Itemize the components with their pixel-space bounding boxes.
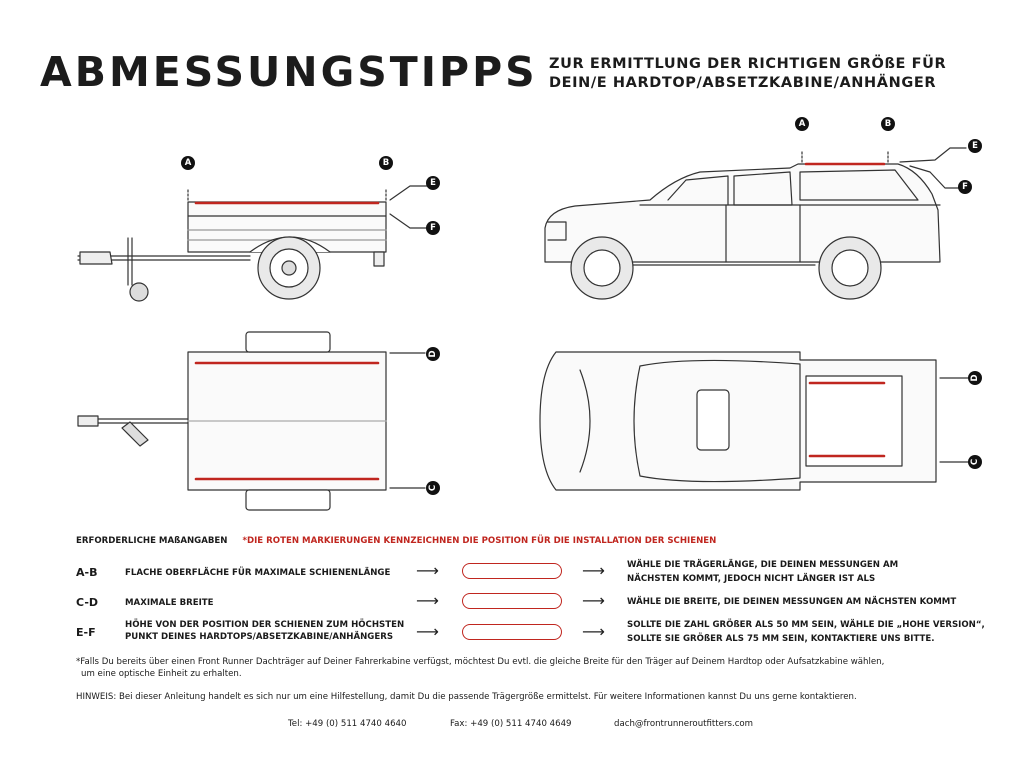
row-ab-result: WÄHLE DIE TRÄGERLÄNGE, DIE DEINEN MESSUN… [627,560,899,584]
row-ab-code: A-B [76,566,98,579]
marker-b-trailer: B [379,156,393,170]
arrow-right-icon: ⟶ [416,622,439,641]
pickup-side-view [544,147,967,300]
marker-d-trailer: D [426,347,440,361]
arrow-right-icon: ⟶ [582,561,605,580]
contact-email[interactable]: dach@frontrunneroutfitters.com [614,719,754,729]
trailer-top-view [77,331,426,511]
row-ef-result: SOLLTE DIE ZAHL GRÖßER ALS 50 MM SEIN, W… [627,620,985,644]
marker-f-trailer: F [426,221,440,235]
page-subtitle: ZUR ERMITTLUNG DER RICHTIGEN GRÖßE FÜR D… [549,55,946,93]
arrow-right-icon: ⟶ [416,561,439,580]
required-measurements-label: ERFORDERLICHE MAßANGABEN [76,536,228,546]
row-ab-description: FLACHE OBERFLÄCHE FÜR MAXIMALE SCHIENENL… [125,568,391,578]
marker-a-trailer: A [181,156,195,170]
marker-a-pickup: A [795,117,809,131]
marker-d-pickup: D [968,371,982,385]
arrow-right-icon: ⟶ [582,622,605,641]
marker-b-pickup: B [881,117,895,131]
row-cd-result: WÄHLE DIE BREITE, DIE DEINEN MESSUNGEN A… [627,597,957,607]
subtitle-line-2: DEIN/E HARDTOP/ABSETZKABINE/ANHÄNGER [549,75,937,91]
hint-text: HINWEIS: Bei dieser Anleitung handelt es… [76,692,857,702]
row-cd-code: C-D [76,596,99,609]
contact-fax: Fax: +49 (0) 511 4740 4649 [450,719,572,729]
ef-measurement-field[interactable] [462,624,562,640]
pickup-top-view [539,351,971,491]
arrow-right-icon: ⟶ [416,591,439,610]
red-marking-note: *DIE ROTEN MARKIERUNGEN KENNZEICHNEN DIE… [242,536,717,546]
row-ef-description: HÖHE VON DER POSITION DER SCHIENEN ZUM H… [125,620,405,642]
footnote: *Falls Du bereits über einen Front Runne… [76,657,885,679]
row-cd-description: MAXIMALE BREITE [125,598,214,608]
marker-f-pickup: F [958,180,972,194]
marker-e-trailer: E [426,176,440,190]
requirements-heading: ERFORDERLICHE MAßANGABEN *DIE ROTEN MARK… [76,536,716,546]
marker-e-pickup: E [968,139,982,153]
arrow-right-icon: ⟶ [582,591,605,610]
marker-c-trailer: C [426,481,440,495]
trailer-side-view [77,185,429,302]
ab-measurement-field[interactable] [462,563,562,579]
row-ef-code: E-F [76,626,96,639]
cd-measurement-field[interactable] [462,593,562,609]
marker-c-pickup: C [968,455,982,469]
subtitle-line-1: ZUR ERMITTLUNG DER RICHTIGEN GRÖßE FÜR [549,56,947,72]
dimension-drawings [77,147,971,511]
contact-phone: Tel: +49 (0) 511 4740 4640 [288,719,407,729]
page-title: ABMESSUNGSTIPPS [40,48,538,96]
